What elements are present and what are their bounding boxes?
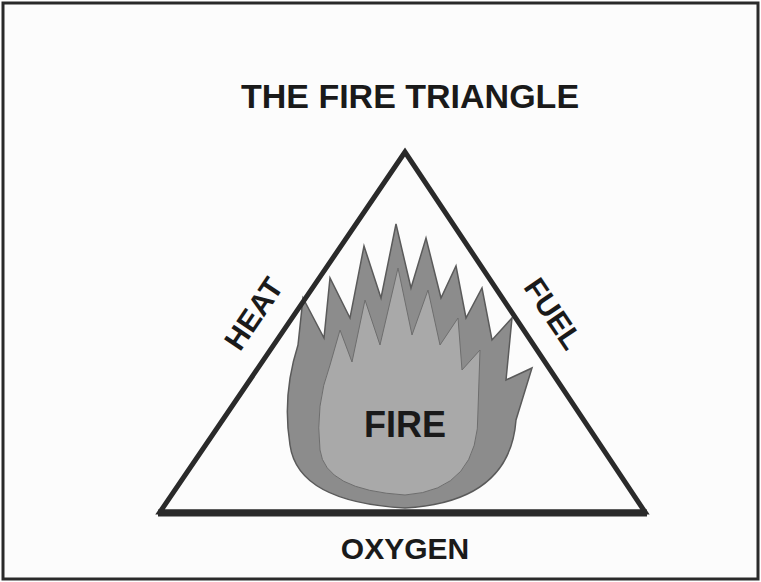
side-label: OXYGEN: [341, 534, 469, 564]
triangle-outline: [160, 152, 645, 512]
flame-inner: [319, 268, 480, 495]
center-label: FIRE: [364, 407, 446, 443]
frame: [3, 3, 758, 579]
triangle-base: [158, 510, 647, 517]
diagram-title: THE FIRE TRIANGLE: [241, 79, 579, 113]
